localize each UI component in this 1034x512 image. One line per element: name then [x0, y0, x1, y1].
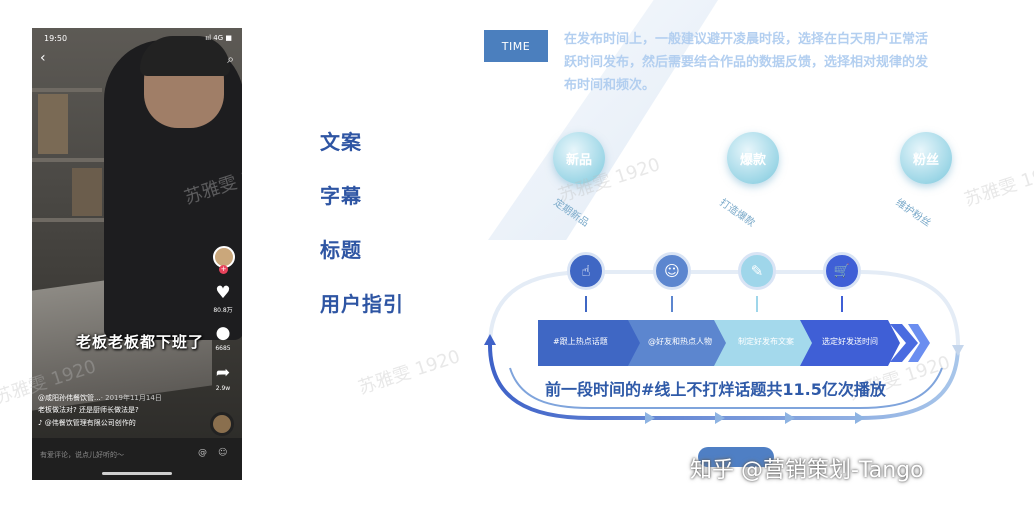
- steps-chevron-bar: [538, 320, 930, 366]
- cart-icon: 🛒: [823, 252, 861, 290]
- shelf: [32, 158, 112, 162]
- search-icon[interactable]: ⌕: [227, 52, 234, 66]
- label-copywriting: 文案: [320, 130, 362, 154]
- at-mention-icon[interactable]: @: [198, 448, 207, 458]
- step-chevron: [628, 320, 728, 366]
- headline-stat: 前一段时间的#线上不打烊话题共11.5亿次播放: [545, 380, 886, 399]
- loop-inner-track: [509, 367, 943, 409]
- loop-arrowhead: [855, 412, 865, 424]
- video-meta: @咸阳孙伟餐饮管...· 2019年11月14日: [38, 394, 162, 403]
- comment-button[interactable]: ● 6685: [210, 322, 236, 352]
- circle-label: 新品: [565, 152, 592, 168]
- decorative-pill: [698, 447, 774, 467]
- step-chevron-tail: [890, 324, 918, 362]
- time-badge: TIME: [484, 30, 548, 62]
- music-disc-icon[interactable]: [210, 412, 234, 436]
- share-arrow-icon: ➦: [215, 363, 231, 383]
- heart-icon: ♥: [215, 283, 231, 303]
- kitchen-pot: [72, 168, 102, 216]
- label-subtitles: 字幕: [320, 184, 362, 208]
- comment-count: 6685: [215, 345, 231, 352]
- step-label: #跟上热点话题: [553, 337, 608, 346]
- step-chevron-tail: [908, 324, 930, 362]
- circle-fans: 粉丝: [900, 132, 952, 184]
- watermark: 苏雅雯 1920: [961, 158, 1034, 211]
- step-chevron: [800, 320, 900, 366]
- node-glyph: 🛒: [833, 263, 851, 279]
- step-label: @好友和热点人物: [648, 337, 712, 346]
- follow-plus-icon[interactable]: +: [219, 265, 228, 274]
- shelf: [32, 88, 102, 92]
- connector-arrow: [756, 296, 758, 312]
- step-chevron: [538, 320, 642, 366]
- back-arrow-icon[interactable]: ‹: [40, 50, 46, 66]
- loop-arrowhead: [952, 345, 964, 356]
- step-label: 选定好发送时间: [822, 337, 878, 346]
- user-icon: ☺: [653, 252, 691, 290]
- status-signal: ııl 4G ■: [205, 34, 232, 42]
- person-hair: [140, 36, 230, 76]
- video-frame[interactable]: [32, 28, 242, 438]
- step-label: 制定好发布文案: [738, 337, 794, 346]
- process-loop: [484, 270, 964, 424]
- like-button[interactable]: ♥ 80.8万: [210, 282, 236, 314]
- circle-label: 粉丝: [912, 152, 939, 168]
- music-info[interactable]: ♪ @伟餐饮管理有限公司创作的: [38, 419, 136, 427]
- comment-icon: ●: [215, 323, 231, 343]
- status-time: 19:50: [44, 34, 68, 43]
- author-name[interactable]: @咸阳孙伟餐饮管...: [38, 394, 101, 402]
- loop-top-track: [488, 270, 960, 346]
- node-glyph: ☝: [581, 262, 591, 280]
- node-glyph: ✎: [750, 262, 764, 280]
- video-description: 老板做法对? 还是厨师长做法是?: [38, 406, 139, 414]
- connector-arrow: [671, 296, 673, 312]
- circle-subtext: 打造爆款: [717, 197, 757, 230]
- circle-new-product: 新品: [553, 132, 605, 184]
- label-title: 标题: [320, 238, 362, 262]
- kitchen-pot: [38, 94, 68, 154]
- video-caption: 老板老板都下班了: [76, 333, 205, 351]
- share-count: 2.9w: [215, 385, 231, 392]
- connector-arrow: [841, 296, 843, 312]
- label-user-guide: 用户指引: [320, 292, 404, 316]
- circle-hot-item: 爆款: [727, 132, 779, 184]
- loop-arrowhead: [715, 412, 725, 424]
- circle-subtext: 维护粉丝: [893, 197, 933, 230]
- loop-arrowhead: [785, 412, 795, 424]
- tag-icon: ✎: [738, 252, 776, 290]
- loop-arrowhead: [484, 334, 496, 345]
- step-chevron: [714, 320, 814, 366]
- home-indicator: [102, 472, 172, 475]
- emoji-icon[interactable]: ☺: [218, 448, 228, 458]
- comment-input[interactable]: 有爱评论，说点儿好听的～: [40, 451, 124, 459]
- like-count: 80.8万: [213, 307, 233, 314]
- share-button[interactable]: ➦ 2.9w: [210, 362, 236, 392]
- shelf: [32, 218, 112, 222]
- time-description: 在发布时间上，一般建议避开凌晨时段，选择在白天用户正常活跃时间发布，然后需要结合…: [564, 32, 929, 93]
- circle-label: 爆款: [739, 152, 766, 168]
- watermark: 苏雅雯 1920: [355, 346, 463, 399]
- post-date: · 2019年11月14日: [100, 394, 162, 402]
- loop-arrowhead: [645, 412, 655, 424]
- zhihu-credit: 知乎 @营销策划-Tango: [690, 458, 924, 483]
- phone-screenshot: 19:50 ııl 4G ■ ‹ ⌕ 苏雅雯 1920 + ♥ 80.8万 ● …: [32, 28, 242, 480]
- connector-arrow: [585, 296, 587, 312]
- hand-touch-icon: ☝: [567, 252, 605, 290]
- node-glyph: ☺: [664, 262, 680, 280]
- comment-bar: 有爱评论，说点儿好听的～ @ ☺: [32, 438, 242, 480]
